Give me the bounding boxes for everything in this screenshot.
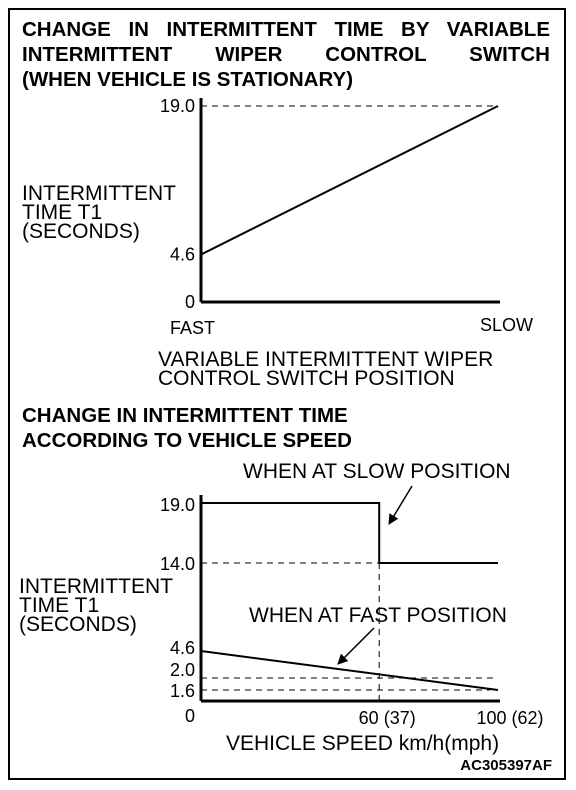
chart2-arrow-slow bbox=[388, 485, 413, 525]
chart1-xlabel: VARIABLE INTERMITTENT WIPER CONTROL SWIT… bbox=[158, 348, 494, 390]
chart1-series-line bbox=[200, 105, 499, 256]
figure-frame bbox=[8, 8, 566, 780]
chart1-xlabel-line-1: VARIABLE INTERMITTENT WIPER bbox=[158, 348, 494, 371]
chart2-y-tick-label: 1.6 bbox=[170, 681, 195, 701]
chart1-y-tick-label: 4.6 bbox=[170, 245, 195, 265]
chart2-series-line-2 bbox=[200, 650, 499, 691]
chart1-ylabel-line-3: (SECONDS) bbox=[22, 220, 140, 243]
chart2-y-tick-label: 19.0 bbox=[160, 495, 195, 515]
chart2-ylabel-line-2: TIME T1 bbox=[19, 594, 100, 617]
chart2-title-line-1: CHANGE IN INTERMITTENT TIME bbox=[22, 404, 348, 427]
chart2-ylabel-line-3: (SECONDS) bbox=[19, 613, 137, 636]
chart1-title: CHANGE IN INTERMITTENT TIME BY VARIABLE … bbox=[22, 17, 550, 92]
chart2-title-line-2: ACCORDING TO VEHICLE SPEED bbox=[22, 429, 352, 452]
chart2-x-tick-60: 60 (37) bbox=[359, 708, 416, 728]
chart1-x-tick-fast: FAST bbox=[170, 318, 215, 338]
chart2-ylabel-line-1: INTERMITTENT bbox=[19, 575, 173, 598]
chart2-y-tick-label: 2.0 bbox=[170, 660, 195, 680]
chart2-ylabel: INTERMITTENT TIME T1 (SECONDS) bbox=[19, 575, 173, 636]
chart2-y-tick-label: 4.6 bbox=[170, 638, 195, 658]
chart1-xlabel-line-2: CONTROL SWITCH POSITION bbox=[158, 367, 455, 390]
chart1-title-line-2: INTERMITTENT WIPER CONTROL SWITCH bbox=[22, 43, 550, 66]
chart2-xlabel: VEHICLE SPEED km/h(mph) bbox=[226, 732, 500, 755]
chart1-ylabel-line-2: TIME T1 bbox=[22, 201, 103, 224]
chart2-arrow-fast bbox=[337, 627, 375, 665]
chart2-annotation-slow: WHEN AT SLOW POSITION bbox=[243, 460, 511, 483]
chart1-y-tick-label: 0 bbox=[185, 292, 195, 312]
chart1-title-line-3: (WHEN VEHICLE IS STATIONARY) bbox=[22, 68, 354, 91]
chart1-ylabel: INTERMITTENT TIME T1 (SECONDS) bbox=[22, 182, 176, 243]
chart1-title-line-1: CHANGE IN INTERMITTENT TIME BY VARIABLE bbox=[22, 18, 550, 41]
chart2-x-tick-100: 100 (62) bbox=[476, 708, 543, 728]
chart2-y-tick-label: 0 bbox=[185, 706, 195, 726]
figure-code: AC305397AF bbox=[460, 757, 552, 774]
chart2-series-line-1 bbox=[201, 502, 498, 564]
chart2-annotation-fast: WHEN AT FAST POSITION bbox=[249, 604, 507, 627]
chart1-x-tick-slow: SLOW bbox=[480, 315, 533, 335]
chart2-title: CHANGE IN INTERMITTENT TIME ACCORDING TO… bbox=[22, 403, 352, 453]
chart1-y-tick-label: 19.0 bbox=[160, 96, 195, 116]
chart1-ylabel-line-1: INTERMITTENT bbox=[22, 182, 176, 205]
chart2-y-tick-label: 14.0 bbox=[160, 554, 195, 574]
